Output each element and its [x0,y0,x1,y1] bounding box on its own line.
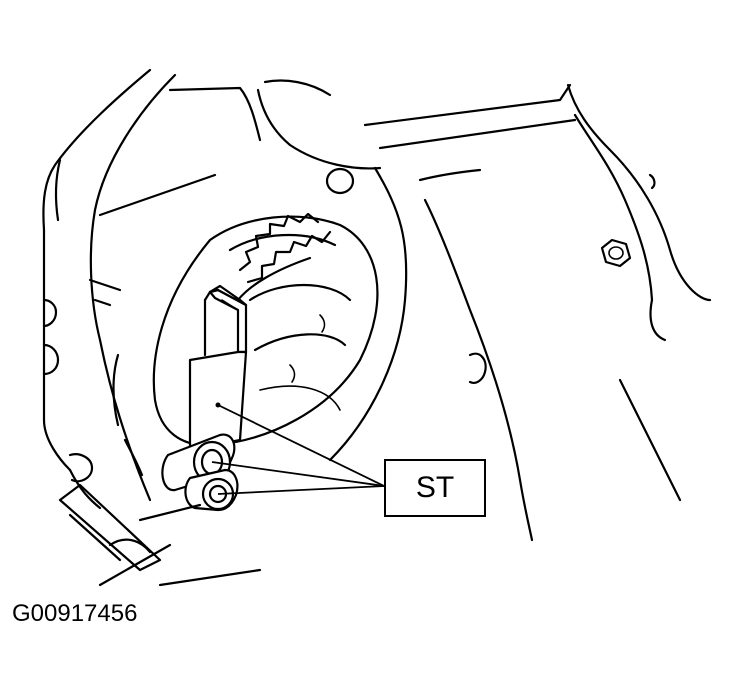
callout-leaders [211,404,385,495]
bolt-head [600,238,632,268]
housing-right [423,83,712,542]
parking-pawl-bracket [188,284,248,452]
lower-tube [58,483,262,587]
figure-id: G00917456 [12,600,138,627]
shaft-sleeve [161,433,239,512]
parking-gear [236,212,332,302]
case-inner-wall [88,73,262,502]
housing-top [256,79,577,462]
callout-st-label: ST [415,471,455,504]
housing-opening [152,215,379,447]
case-outer-flange [42,68,152,510]
callout-st-box: ST [384,459,486,517]
